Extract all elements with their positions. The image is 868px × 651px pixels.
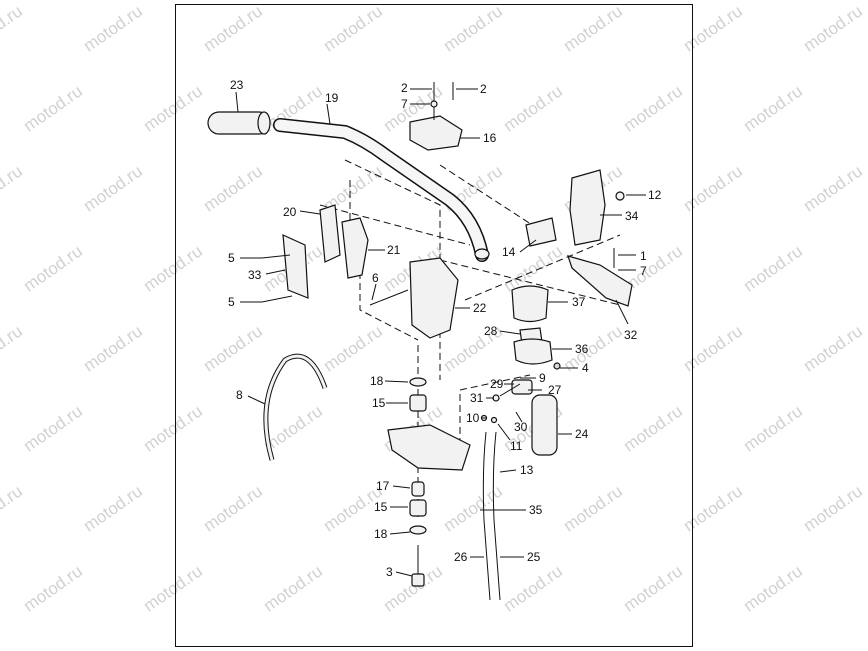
callout-label: 24 [575, 427, 589, 441]
callout-label: 26 [454, 550, 468, 564]
callout-label: 25 [527, 550, 541, 564]
callout-label: 29 [490, 377, 504, 391]
risers-part [319, 204, 459, 339]
callout-label: 16 [483, 131, 497, 145]
callout-label: 34 [625, 209, 639, 223]
callout-label: 1 [640, 249, 647, 263]
handlebar-part [273, 118, 490, 262]
callout-label: 13 [520, 463, 534, 477]
callout-label: 6 [372, 271, 379, 285]
callout-label: 5 [228, 295, 235, 309]
callout-label: 4 [582, 361, 589, 375]
lower-clamp-part [387, 377, 471, 587]
callout-label: 27 [548, 383, 562, 397]
callout-label: 22 [473, 301, 487, 315]
callout-label: 8 [236, 388, 243, 402]
callout-label: 32 [624, 328, 638, 342]
callout-label: 2 [480, 82, 487, 96]
callout-label: 21 [387, 243, 401, 257]
callout-label: 14 [502, 245, 516, 259]
left-grip-part [207, 111, 271, 135]
callout-label: 9 [539, 371, 546, 385]
bracket-33-part [261, 234, 409, 306]
callout-label: 10 [466, 411, 480, 425]
callout-label: 33 [248, 268, 262, 282]
callout-label: 2 [401, 81, 408, 95]
cables-part [480, 431, 501, 601]
callout-label: 35 [529, 503, 543, 517]
callout-label: 5 [228, 251, 235, 265]
callout-label: 19 [325, 91, 339, 105]
callout-label: 18 [374, 527, 388, 541]
callout-label: 7 [401, 97, 408, 111]
callout-labels: 23 19 2 2 7 16 12 34 20 21 14 1 7 5 33 6… [228, 78, 662, 579]
callout-label: 12 [648, 188, 662, 202]
callout-label: 15 [372, 396, 386, 410]
callout-label: 36 [575, 342, 589, 356]
throttle-grip-part [480, 379, 558, 456]
throttle-housing-part [511, 285, 561, 370]
callout-label: 23 [230, 78, 244, 92]
cable-loop-part [263, 353, 328, 461]
callout-label: 15 [374, 500, 388, 514]
callout-label: 3 [386, 565, 393, 579]
top-clamp-part [409, 82, 463, 151]
diagram-frame [175, 4, 693, 647]
callout-label: 11 [510, 439, 523, 453]
callout-label: 7 [640, 264, 647, 278]
callout-label: 28 [484, 324, 498, 338]
callout-label: 17 [376, 479, 390, 493]
leader-lines [235, 88, 646, 577]
switch-housing-part [525, 169, 633, 307]
callout-label: 18 [370, 374, 384, 388]
callout-label: 20 [283, 205, 297, 219]
callout-label: 30 [514, 420, 528, 434]
callout-label: 31 [470, 391, 484, 405]
callout-label: 37 [572, 295, 586, 309]
